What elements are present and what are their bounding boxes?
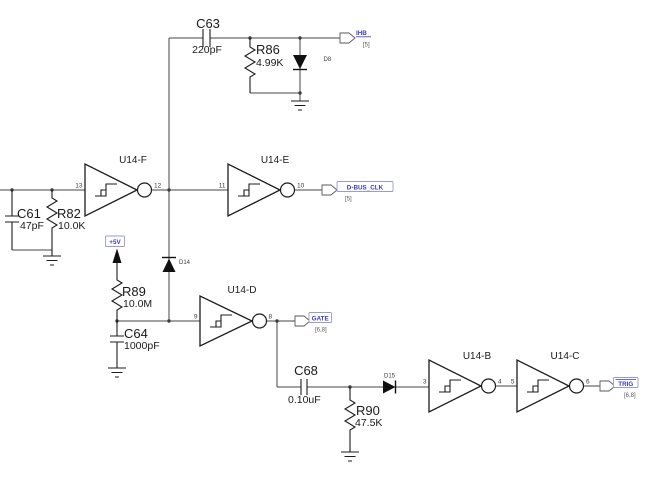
capacitor-c63[interactable]: C63 220pF bbox=[192, 16, 222, 56]
net-arrow-icon bbox=[294, 315, 311, 327]
u14b-ref: U14-B bbox=[463, 351, 492, 362]
r90-value: 47.5K bbox=[355, 417, 382, 429]
net-arrow-icon bbox=[339, 32, 356, 44]
net-arrow-icon bbox=[321, 184, 338, 196]
c63-value: 220pF bbox=[192, 44, 222, 56]
net-flag-trig[interactable]: TRIG [6,8] bbox=[599, 377, 639, 400]
u14e-pin-in: 11 bbox=[219, 183, 226, 190]
diode-d15[interactable]: D15 bbox=[383, 374, 397, 394]
trig-label: TRIG bbox=[618, 381, 633, 388]
c64-value: 1000pF bbox=[124, 340, 160, 352]
u14e-ref: U14-E bbox=[261, 155, 290, 166]
schmitt-trigger-icon bbox=[238, 183, 260, 197]
gate-sheet-ref: [6,8] bbox=[315, 328, 327, 334]
u14f-pin-out: 12 bbox=[154, 183, 162, 190]
u14c-pin-out: 6 bbox=[586, 379, 590, 386]
p5v-label: +5V bbox=[109, 239, 121, 246]
power-flag-5v[interactable]: +5V bbox=[105, 235, 125, 263]
u14c-pin-in: 5 bbox=[511, 379, 515, 386]
diode-d8[interactable]: D8 bbox=[293, 55, 332, 71]
c68-ref: C68 bbox=[294, 363, 318, 378]
schmitt-trigger-icon bbox=[527, 379, 549, 393]
r86-value: 4.99K bbox=[256, 57, 283, 69]
capacitor-c68[interactable]: C68 0.10uF bbox=[288, 363, 321, 406]
resistor-r86[interactable]: R86 4.99K bbox=[243, 38, 283, 93]
u14f-pin-in: 13 bbox=[75, 183, 83, 190]
ihb-label: IHB bbox=[356, 30, 367, 37]
capacitor-c61[interactable]: C61 47pF bbox=[5, 190, 52, 251]
trig-sheet-ref: [6,8] bbox=[624, 393, 636, 399]
inverter-u14c[interactable]: U14-C 5 6 bbox=[511, 351, 590, 414]
u14d-pin-out: 8 bbox=[269, 314, 273, 321]
u14f-ref: U14-F bbox=[119, 155, 147, 166]
u14e-pin-out: 10 bbox=[297, 183, 305, 190]
diode-d14[interactable]: D14 bbox=[162, 256, 191, 273]
u14b-pin-out: 4 bbox=[498, 379, 502, 386]
c61-value: 47pF bbox=[20, 220, 44, 232]
dbus-clk-label: D-BUS_CLK bbox=[347, 184, 384, 191]
gate-label: GATE bbox=[312, 315, 329, 322]
d15-ref: D15 bbox=[384, 374, 396, 380]
net-arrow-icon bbox=[599, 380, 616, 392]
net-flag-gate[interactable]: GATE [6,8] bbox=[294, 312, 332, 334]
ground-symbol-r90 bbox=[341, 451, 359, 462]
inverter-u14e[interactable]: U14-E 11 10 bbox=[219, 155, 305, 218]
u14d-pin-in: 9 bbox=[194, 314, 198, 321]
u14c-ref: U14-C bbox=[551, 351, 580, 362]
capacitor-c64[interactable]: C64 1000pF bbox=[110, 321, 160, 368]
c64-ref: C64 bbox=[124, 326, 148, 341]
c68-value: 0.10uF bbox=[288, 394, 321, 406]
r89-value: 10.0M bbox=[123, 298, 152, 310]
resistor-r89[interactable]: R89 10.0M bbox=[110, 263, 152, 321]
d14-ref: D14 bbox=[179, 260, 191, 266]
r82-value: 10.0K bbox=[58, 220, 85, 232]
u14d-ref: U14-D bbox=[228, 285, 257, 296]
wires-layer bbox=[0, 37, 600, 388]
c61-ref: C61 bbox=[17, 206, 41, 221]
d8-ref: D8 bbox=[324, 57, 332, 63]
inverter-u14d[interactable]: U14-D 9 8 bbox=[194, 285, 273, 348]
u14b-pin-in: 3 bbox=[423, 379, 427, 386]
r89-ref: R89 bbox=[122, 284, 146, 299]
dbus-clk-sheet-ref: [5] bbox=[345, 197, 352, 203]
r90-ref: R90 bbox=[356, 403, 380, 418]
ground-symbol-c64 bbox=[108, 367, 126, 378]
schmitt-trigger-icon bbox=[95, 183, 117, 197]
inverter-u14b[interactable]: U14-B 3 4 bbox=[423, 351, 502, 414]
power-arrow-icon bbox=[112, 248, 122, 263]
r82-ref: R82 bbox=[57, 206, 81, 221]
resistor-r90[interactable]: R90 47.5K bbox=[343, 387, 382, 452]
resistor-r82[interactable]: R82 10.0K bbox=[45, 190, 85, 256]
ihb-sheet-ref: [5] bbox=[363, 43, 370, 49]
net-flag-dbus-clk[interactable]: D-BUS_CLK [5] bbox=[321, 181, 394, 203]
ground-symbol-d8 bbox=[291, 100, 309, 111]
c63-ref: C63 bbox=[196, 16, 220, 31]
r86-ref: R86 bbox=[256, 42, 280, 57]
schmitt-trigger-icon bbox=[210, 314, 232, 328]
inverter-u14f[interactable]: U14-F 13 12 bbox=[75, 155, 162, 218]
net-flag-ihb[interactable]: IHB [5] bbox=[339, 30, 371, 49]
schmitt-trigger-icon bbox=[439, 379, 461, 393]
ground-symbol-r82 bbox=[43, 255, 61, 266]
